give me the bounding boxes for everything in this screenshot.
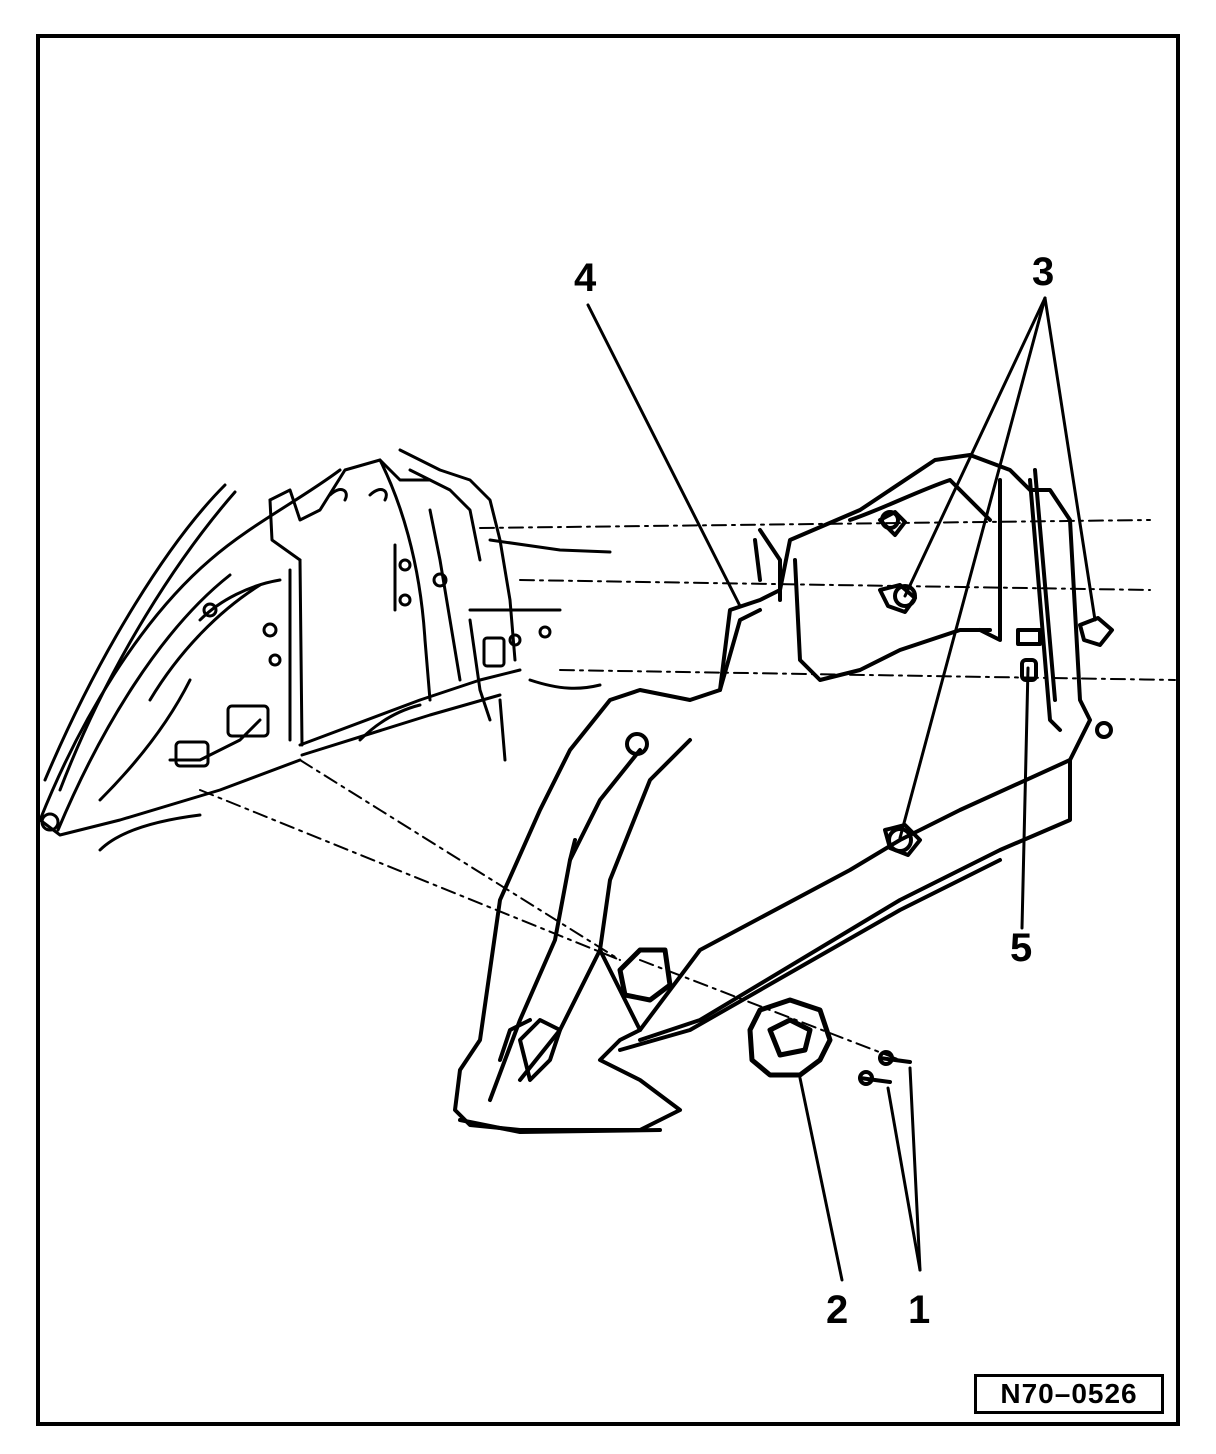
callout-4: 4 (574, 256, 597, 300)
bracket (617, 947, 833, 1078)
body-side-panel (38, 448, 612, 852)
callout-2: 2 (826, 1288, 849, 1332)
assembly-guide-lines (199, 519, 1176, 1061)
screws (858, 1050, 912, 1086)
body-holes (40, 488, 552, 832)
diagram-frame (36, 34, 1180, 1426)
callout-1: 1 (908, 1288, 931, 1332)
callout-3: 3 (1032, 250, 1055, 294)
figure-id-label: N70–0526 (974, 1374, 1164, 1414)
trim-panel (453, 453, 1092, 1134)
clips (878, 510, 1114, 857)
callout-5: 5 (1010, 926, 1033, 970)
leader-lines (586, 296, 1097, 1282)
